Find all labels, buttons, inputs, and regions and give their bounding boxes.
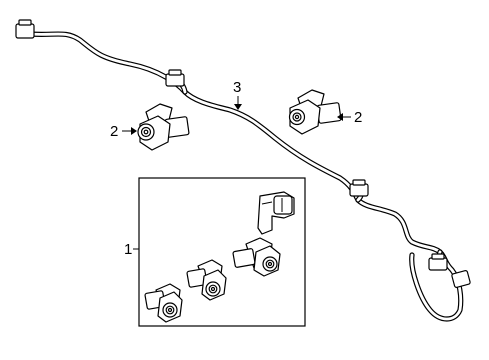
arrowhead-harness (234, 104, 242, 110)
wiring-harness (27, 31, 464, 322)
callout-harness: 3 (233, 79, 241, 96)
callout-sensor-left: 2 (110, 123, 118, 140)
harness-connector-middle (349, 179, 369, 197)
kit-sensor-large (232, 237, 281, 277)
sensor-bracket (257, 191, 295, 235)
callout-sensor-right: 2 (354, 109, 362, 126)
parking-sensor-left (137, 103, 190, 151)
arrowhead-sensor-left (131, 127, 137, 135)
parking-sensor-right (288, 89, 342, 135)
sensor-kit-box (138, 177, 306, 327)
harness-end-connector-right (451, 270, 471, 288)
callout-kit: 1 (124, 241, 132, 258)
kit-sensor-medium (186, 259, 227, 301)
arrowhead-sensor-right (337, 113, 343, 121)
kit-sensor-small (144, 283, 183, 323)
harness-end-connector (15, 19, 35, 39)
harness-connector-upper (165, 69, 185, 87)
harness-connector-lower (428, 253, 448, 271)
